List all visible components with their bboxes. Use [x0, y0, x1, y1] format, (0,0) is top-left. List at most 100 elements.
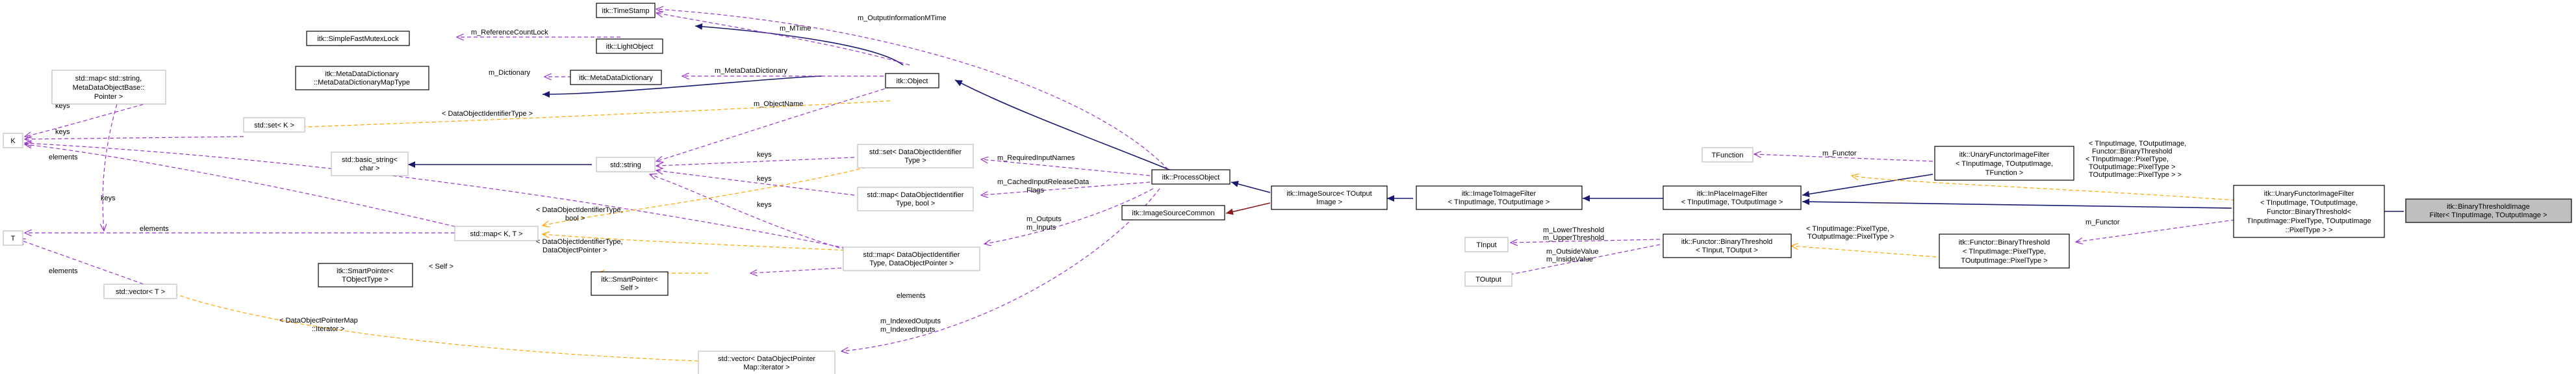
svg-text:itk::ProcessObject: itk::ProcessObject	[1162, 174, 1220, 181]
svg-text:std::set< K >: std::set< K >	[254, 122, 294, 129]
label-data-object-identifier-type: < DataObjectIdentifierType >	[442, 110, 533, 118]
node-functor-binary-threshold[interactable]: itk::Functor::BinaryThreshold< TInput, T…	[1663, 234, 1792, 258]
edge-functor-generic	[1754, 154, 1933, 162]
svg-text:std::string: std::string	[610, 161, 641, 169]
label-m-required-input-names: m_RequiredInputNames	[997, 154, 1075, 162]
edge-mtime	[656, 13, 910, 66]
svg-text:itk::MetaDataDictionary: itk::MetaDataDictionary	[579, 74, 653, 82]
edge-template-functor	[1791, 246, 1937, 258]
node-smart-pointer-self[interactable]: itk::SmartPointer<Self >	[591, 271, 669, 296]
edge-elements-t-from-map	[103, 103, 118, 231]
label-m-functor-generic: m_Functor	[1822, 150, 1857, 157]
edges	[18, 9, 2404, 362]
svg-text:std::map< DataObjectIdentifier: std::map< DataObjectIdentifierType, Data…	[863, 251, 960, 267]
svg-text:K: K	[10, 137, 16, 145]
svg-text:itk::InPlaceImageFilter< TInpu: itk::InPlaceImageFilter< TInputImage, TO…	[1681, 190, 1783, 206]
edge-labels: m_OutputInformationMTime m_MTime m_Refer…	[49, 14, 2186, 334]
node-std-vector-t[interactable]: std::vector< T >	[103, 284, 177, 299]
node-unary-functor-inst[interactable]: itk::UnaryFunctorImageFilter< TInputImag…	[2233, 185, 2385, 238]
edge-lower-upper-threshold	[1511, 239, 1661, 243]
label-dot-pointer: < DataObjectIdentifierType,DataObjectPoi…	[536, 238, 623, 254]
node-meta-data-dictionary-map-type[interactable]: itk::MetaDataDictionary::MetaDataDiction…	[295, 66, 429, 90]
svg-text:TInput: TInput	[1476, 241, 1496, 249]
node-light-object[interactable]: itk::LightObject	[596, 38, 663, 54]
svg-text:itk::SimpleFastMutexLock: itk::SimpleFastMutexLock	[317, 35, 399, 43]
label-functor-template-args: < TInputImage::PixelType,TOutputImage::P…	[1806, 225, 1894, 241]
edge-cached-input-release	[981, 181, 1151, 195]
edge-keys-pointer-map	[25, 143, 891, 258]
label-dot-bool: < DataObjectIdentifierType,bool >	[536, 206, 623, 222]
node-in-place-image-filter[interactable]: itk::InPlaceImageFilter< TInputImage, TO…	[1663, 185, 1802, 210]
edge-keys-string-set	[656, 157, 855, 166]
edge-object-name	[656, 81, 910, 161]
label-unary-template-args: < TInputImage, TOutputImage,Functor::Bin…	[2085, 140, 2186, 179]
svg-text:std::map< DataObjectIdentifier: std::map< DataObjectIdentifierType, bool…	[867, 191, 964, 207]
label-self: < Self >	[429, 263, 453, 271]
label-elements-t: elements	[49, 154, 78, 161]
svg-text:itk::LightObject: itk::LightObject	[606, 43, 654, 51]
svg-text:itk::Functor::BinaryThreshold<: itk::Functor::BinaryThreshold< TInput, T…	[1681, 238, 1773, 254]
label-keys-string-map: keys	[757, 175, 772, 183]
node-toutput[interactable]: TOutput	[1464, 271, 1512, 287]
edge-outputs-inputs	[984, 188, 1154, 244]
svg-text:itk::Functor::BinaryThreshold<: itk::Functor::BinaryThreshold< TInputIma…	[1959, 239, 2050, 265]
edge-keys-k-map	[25, 144, 468, 230]
svg-text:itk::ImageToImageFilter< TInpu: itk::ImageToImageFilter< TInputImage, TO…	[1448, 190, 1550, 206]
node-process-object[interactable]: itk::ProcessObject	[1151, 169, 1231, 185]
node-std-string[interactable]: std::string	[596, 157, 656, 172]
node-time-stamp[interactable]: itk::TimeStamp	[596, 3, 656, 18]
svg-text:itk::MetaDataDictionary::MetaD: itk::MetaDataDictionary::MetaDataDiction…	[314, 70, 410, 87]
node-unary-functor-generic[interactable]: itk::UnaryFunctorImageFilter< TInputImag…	[1934, 146, 2074, 181]
node-std-map-k-t[interactable]: std::map< K, T >	[454, 226, 539, 241]
edge-image-source-to-process-object	[1231, 181, 1271, 193]
edge-template-unary	[1852, 176, 2255, 202]
label-elements-vector: elements	[49, 267, 78, 275]
edge-image-source-to-image-source-common	[1225, 202, 1271, 215]
label-m-output-information-mtime: m_OutputInformationMTime	[858, 14, 947, 22]
edge-object-to-light-object	[695, 23, 904, 66]
node-tinput[interactable]: TInput	[1464, 237, 1509, 252]
label-dop-map-iterator: < DataObjectPointerMap::Iterator >	[279, 317, 358, 333]
node-simple-fast-mutex-lock[interactable]: itk::SimpleFastMutexLock	[306, 31, 410, 46]
svg-text:TOutput: TOutput	[1475, 276, 1501, 284]
edge-elements-vector	[18, 239, 150, 287]
edge-unary-generic-to-in-place	[1802, 174, 1933, 198]
label-m-functor-inst: m_Functor	[2085, 219, 2120, 226]
svg-text:std::basic_string<char >: std::basic_string<char >	[342, 156, 398, 172]
edge-keys-map-string	[25, 100, 157, 137]
edge-outside-inside-value	[1501, 244, 1661, 276]
svg-text:TFunction: TFunction	[1712, 152, 1744, 159]
node-image-to-image-filter[interactable]: itk::ImageToImageFilter< TInputImage, TO…	[1416, 185, 1583, 210]
node-std-map-string[interactable]: std::map< std::string,MetaDataObjectBase…	[51, 70, 166, 105]
node-t[interactable]: T	[3, 230, 23, 246]
svg-text:itk::UnaryFunctorImageFilter<: itk::UnaryFunctorImageFilter< TInputImag…	[2247, 190, 2371, 234]
label-elements-map-k-t: elements	[140, 225, 169, 233]
node-smart-pointer-object[interactable]: itk::SmartPointer<TObjectType >	[318, 263, 413, 287]
edge-required-input-names	[981, 159, 1151, 176]
label-m-object-name: m_ObjectName	[754, 100, 803, 108]
edge-template-vector	[168, 291, 699, 362]
node-meta-data-dictionary[interactable]: itk::MetaDataDictionary	[570, 70, 662, 85]
svg-text:itk::SmartPointer<Self >: itk::SmartPointer<Self >	[601, 276, 658, 292]
node-basic-string[interactable]: std::basic_string<char >	[331, 152, 409, 176]
label-elements-smart: elements	[897, 292, 926, 300]
nodes: itk::TimeStamp itk::SimpleFastMutexLock …	[3, 3, 2572, 374]
node-image-source-common[interactable]: itk::ImageSourceCommon	[1121, 205, 1225, 220]
node-std-set-k[interactable]: std::set< K >	[243, 117, 305, 133]
node-functor-binary-threshold-inst[interactable]: itk::Functor::BinaryThreshold< TInputIma…	[1939, 234, 2070, 269]
node-tfunction[interactable]: TFunction	[1702, 147, 1753, 163]
label-m-mtime: m_MTime	[780, 25, 811, 33]
node-object[interactable]: itk::Object	[885, 73, 939, 88]
svg-text:std::map< K, T >: std::map< K, T >	[470, 230, 523, 238]
svg-text:itk::ImageSourceCommon: itk::ImageSourceCommon	[1132, 209, 1214, 217]
node-k[interactable]: K	[3, 133, 23, 148]
